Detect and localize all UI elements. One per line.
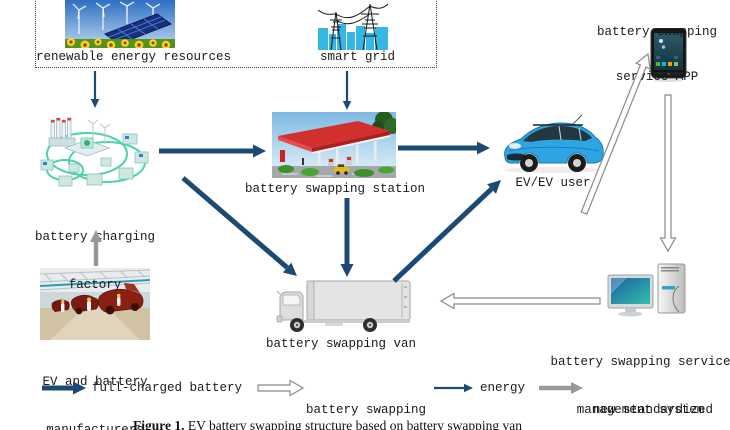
arrow-app-to-management bbox=[659, 94, 677, 253]
figure-caption: Figure 1. EV battery swapping structure … bbox=[133, 418, 693, 430]
sunflowers-icon bbox=[67, 38, 171, 48]
arrow-van-to-ev bbox=[392, 187, 494, 283]
transmission-towers-icon bbox=[318, 3, 388, 50]
ev-manufacturers-image bbox=[40, 268, 150, 340]
arrowhead-station-to-ev bbox=[477, 141, 490, 155]
renewable-label: renewable energy resources bbox=[36, 50, 232, 64]
arrowhead-factory-to-station bbox=[253, 144, 266, 158]
yellow-car-icon bbox=[334, 164, 349, 175]
legend-request-label: battery swapping sevice request bbox=[305, 403, 427, 417]
factory-label: battery charging factory bbox=[34, 230, 156, 292]
battery-swapping-station-image bbox=[272, 112, 396, 178]
caption-text: EV battery swapping structure based on b… bbox=[184, 418, 523, 430]
headlight-icon bbox=[508, 142, 522, 150]
legend-energy-label: energy bbox=[480, 381, 526, 395]
car-bodies-icon bbox=[51, 283, 144, 315]
fuel-pumps-icon bbox=[328, 156, 352, 166]
ev-user-label: EV/EV user bbox=[515, 176, 591, 190]
energy-sources-group-box bbox=[35, 0, 437, 68]
caption-number: Figure 1. bbox=[133, 418, 185, 430]
workers-icon bbox=[60, 293, 121, 312]
arrow-management-to-van bbox=[439, 292, 601, 310]
station-canopy-icon bbox=[278, 121, 390, 154]
arrowhead-factory-to-van bbox=[282, 262, 297, 276]
app-icons bbox=[656, 39, 678, 66]
van-wheels-icon bbox=[290, 318, 377, 332]
smartphone-icon bbox=[650, 28, 687, 82]
arrowhead-station-to-van bbox=[340, 264, 354, 277]
computer-tower-icon bbox=[657, 263, 686, 314]
smart-grid-label: smart grid bbox=[320, 50, 396, 64]
bushes-icon bbox=[278, 165, 394, 177]
canopy-columns-icon bbox=[318, 141, 377, 166]
management-label: battery swapping service management syst… bbox=[550, 355, 730, 417]
battery-charging-factory-image bbox=[35, 112, 155, 196]
management-system-image bbox=[605, 262, 690, 320]
monitor-icon bbox=[607, 274, 654, 317]
battery-swapping-van-image bbox=[270, 278, 418, 335]
smart-grid-image bbox=[318, 0, 388, 50]
arrowhead-renewable-to-factory bbox=[90, 99, 100, 108]
app-label: battery swapping service APP bbox=[596, 25, 718, 84]
arrowhead-grid-to-station bbox=[342, 101, 352, 110]
renewable-energy-image bbox=[65, 0, 175, 48]
station-label: battery swapping station bbox=[244, 182, 426, 196]
ev-car-image bbox=[495, 113, 610, 175]
power-plant-icon bbox=[48, 117, 76, 147]
van-label: battery swapping van bbox=[265, 337, 417, 351]
wind-turbines-icon bbox=[72, 1, 161, 34]
arrow-legend-request bbox=[257, 379, 305, 397]
legend-new-battery-label: new standardized battery bbox=[592, 403, 714, 417]
arrowhead-legend-energy bbox=[464, 383, 473, 393]
legend-full-charged-label: full-charged battery bbox=[92, 381, 243, 395]
